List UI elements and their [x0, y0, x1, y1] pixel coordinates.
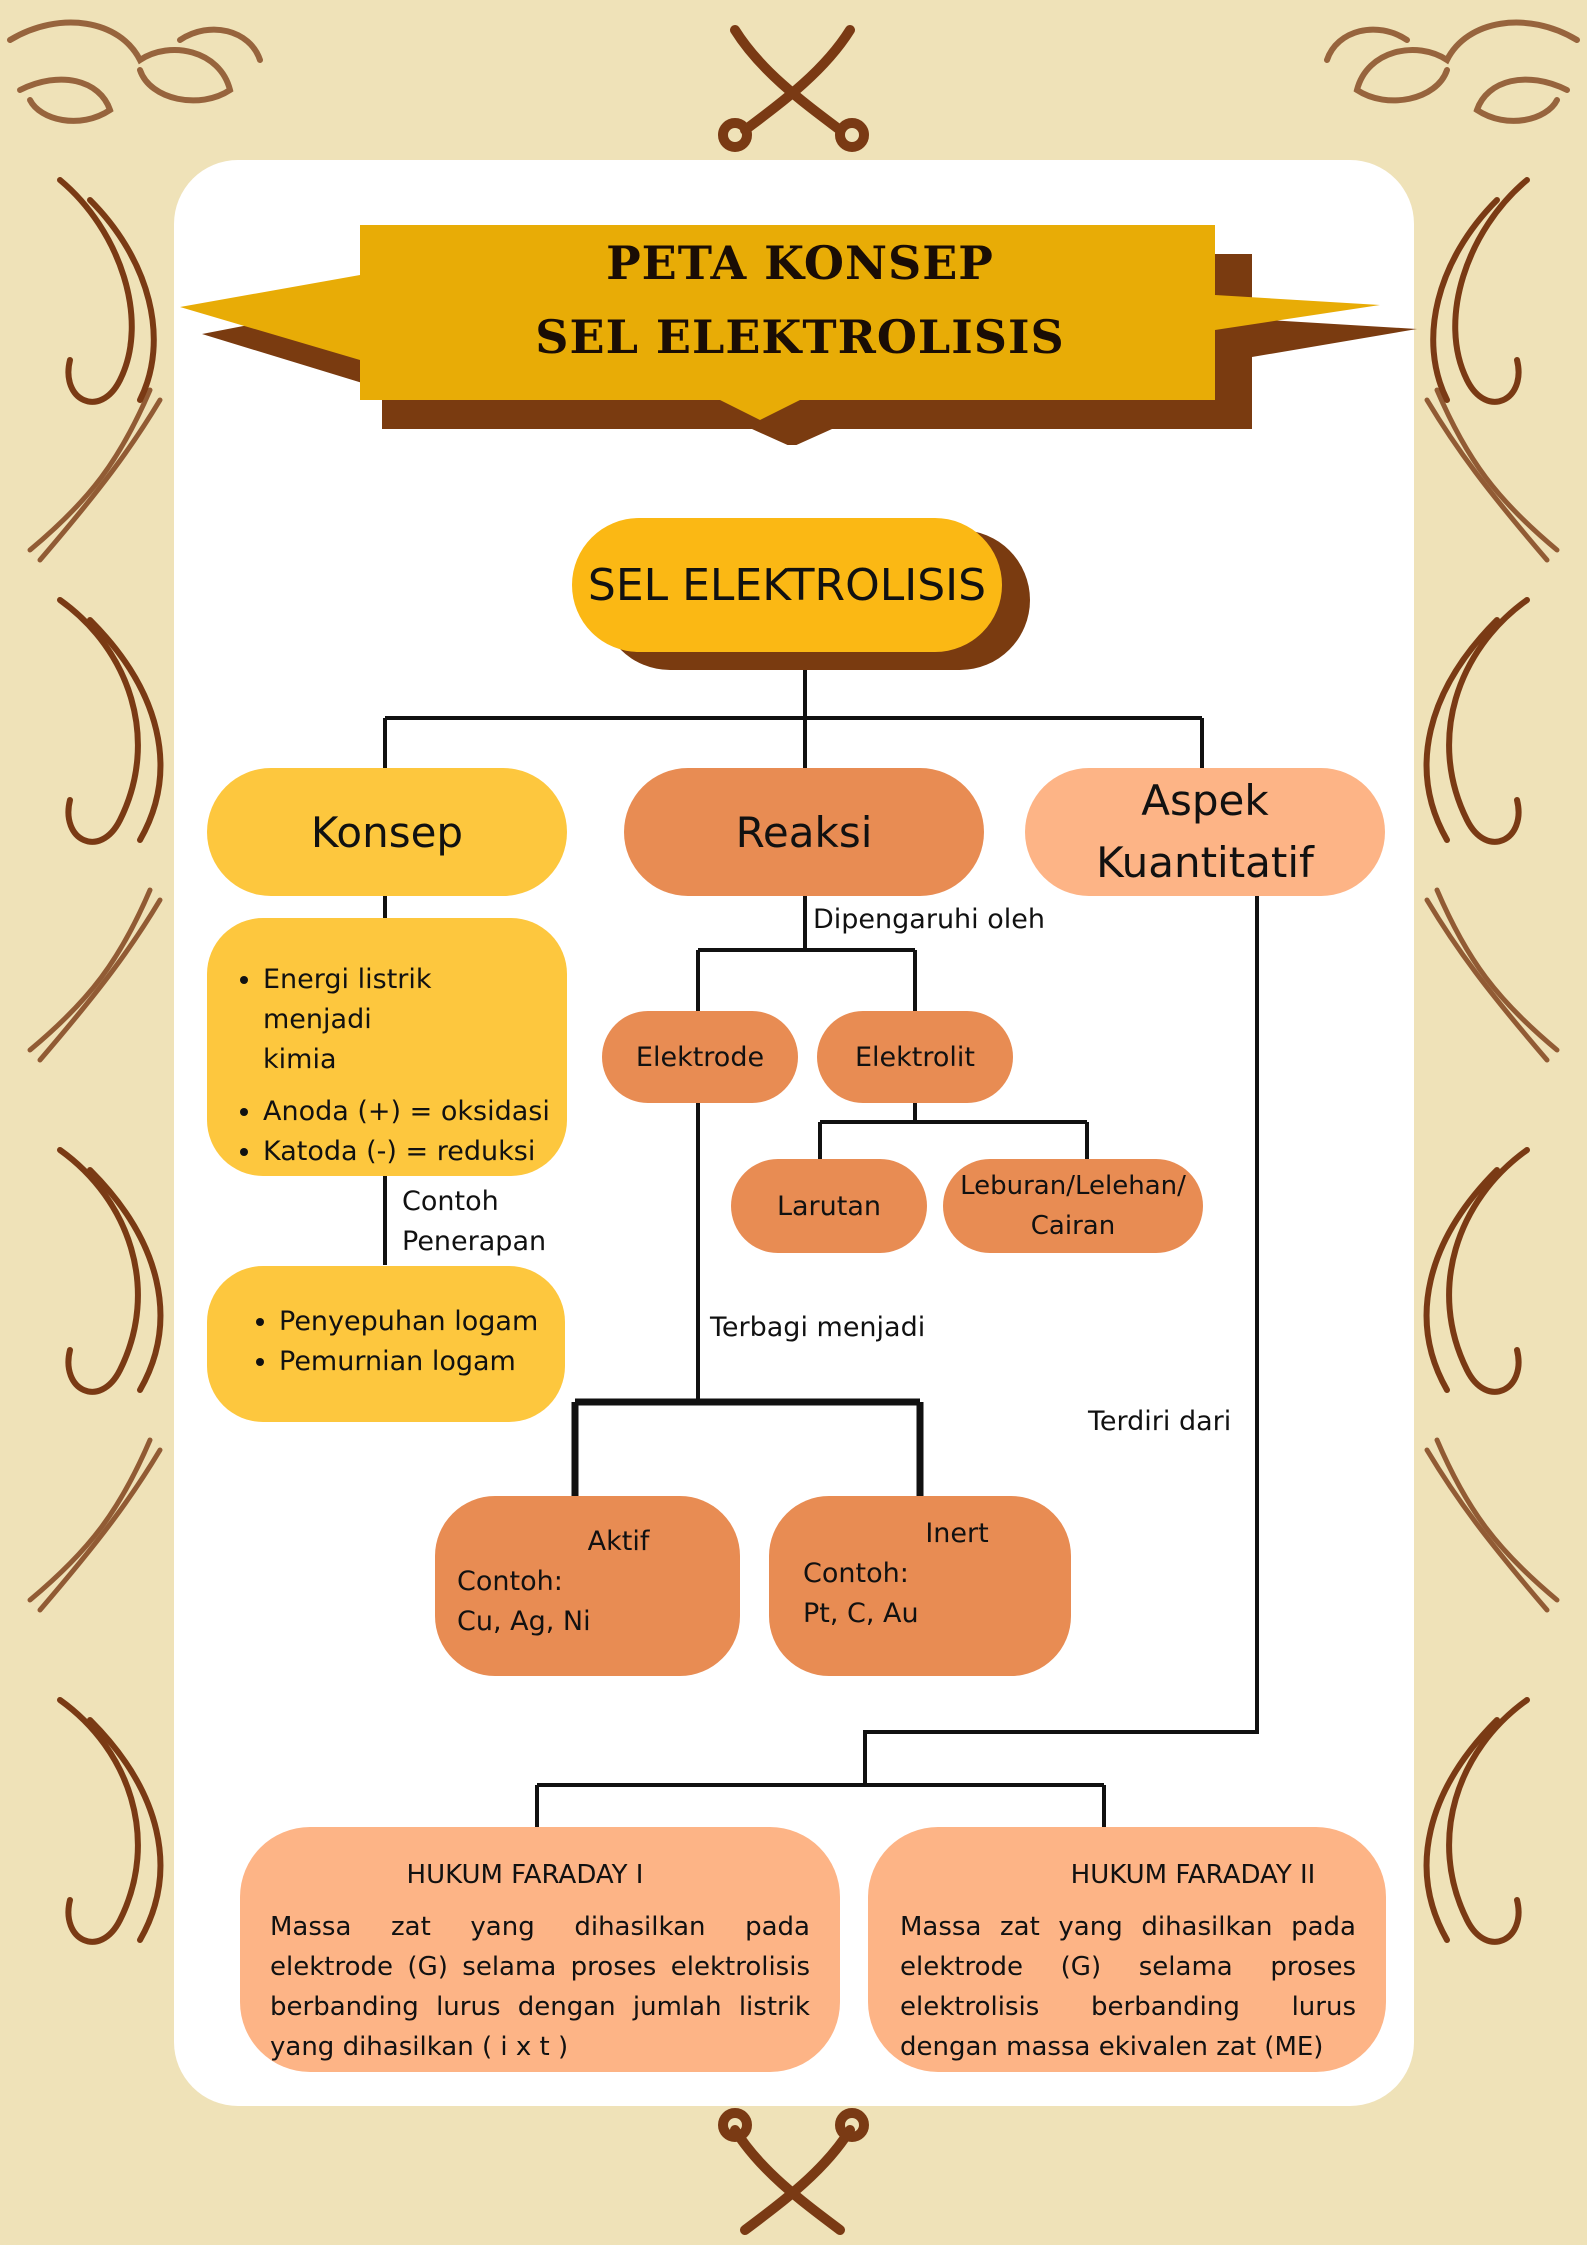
reaksi-connector-label: Dipengaruhi oleh: [813, 904, 1045, 935]
title-line-1: PETA KONSEP: [606, 236, 994, 290]
aspek-label: Aspek Kuantitatif: [1096, 776, 1314, 887]
faraday-1-text: Massa zat yang dihasilkan pada elektrode…: [270, 1912, 810, 2062]
page-title: PETA KONSEP SEL ELEKTROLISIS: [380, 226, 1220, 374]
keris-ornament-bottom: [718, 2108, 869, 2235]
konsep-point: Katoda (-) = reduksi: [263, 1132, 557, 1172]
konsep-points-box: Energi listrik menjadi kimia Anoda (+) =…: [207, 918, 567, 1176]
node-aktif: Aktif Contoh: Cu, Ag, Ni: [435, 1496, 740, 1676]
konsep-label: Konsep: [310, 807, 464, 857]
faraday-2-text: Massa zat yang dihasilkan pada elektrode…: [900, 1912, 1356, 2062]
konsep-point: Anoda (+) = oksidasi: [263, 1092, 557, 1132]
konsep-connector-label: Contoh Penerapan: [402, 1186, 547, 1257]
node-konsep: Konsep: [207, 768, 567, 896]
node-faraday-1: HUKUM FARADAY I Massa zat yang dihasilka…: [240, 1827, 840, 2072]
aktif-title: Aktif: [587, 1526, 650, 1557]
leburan-label: Leburan/Lelehan/ Cairan: [960, 1171, 1186, 1241]
aspek-connector-label: Terdiri dari: [1088, 1406, 1232, 1437]
node-faraday-2: HUKUM FARADAY II Massa zat yang dihasilk…: [868, 1827, 1386, 2072]
cloud-ornament-right: [1324, 19, 1580, 124]
konsep-point: Energi listrik menjadi kimia: [263, 960, 443, 1080]
node-elektrolit: Elektrolit: [817, 1011, 1013, 1103]
larutan-label: Larutan: [776, 1190, 882, 1222]
inert-contoh-label: Contoh:: [803, 1558, 909, 1589]
inert-title: Inert: [925, 1518, 989, 1549]
root-node: SEL ELEKTROLISIS: [572, 518, 1002, 652]
faraday-1-title: HUKUM FARADAY I: [406, 1860, 644, 1890]
konsep-points-list: Energi listrik menjadi kimia Anoda (+) =…: [229, 960, 557, 1172]
elektrode-connector-label: Terbagi menjadi: [710, 1312, 926, 1343]
title-banner: [180, 225, 1417, 445]
reaksi-label: Reaksi: [735, 807, 873, 857]
elektrolit-label: Elektrolit: [854, 1041, 975, 1073]
elektrode-label: Elektrode: [635, 1041, 765, 1073]
node-elektrode: Elektrode: [602, 1011, 798, 1103]
applications-box: Penyepuhan logam Pemurnian logam: [207, 1266, 565, 1422]
root-label: SEL ELEKTROLISIS: [587, 559, 987, 611]
node-larutan: Larutan: [731, 1159, 927, 1253]
inert-contoh: Pt, C, Au: [803, 1598, 919, 1629]
aktif-contoh: Cu, Ag, Ni: [457, 1606, 591, 1637]
keris-ornament-top: [718, 25, 869, 152]
node-reaksi: Reaksi: [624, 768, 984, 896]
keris-ornament-left: [27, 387, 163, 1613]
node-inert: Inert Contoh: Pt, C, Au: [769, 1496, 1071, 1676]
node-leburan: Leburan/Lelehan/ Cairan: [943, 1159, 1203, 1253]
node-aspek-kuantitatif: Aspek Kuantitatif: [1025, 768, 1385, 896]
swirl-ornament-left: [57, 177, 164, 1945]
cloud-ornament-left: [7, 19, 263, 124]
keris-ornament-right: [1424, 387, 1560, 1613]
faraday-2-title: HUKUM FARADAY II: [1070, 1860, 1316, 1890]
application-item: Pemurnian logam: [279, 1342, 555, 1382]
application-item: Penyepuhan logam: [279, 1302, 555, 1342]
aktif-contoh-label: Contoh:: [457, 1566, 563, 1597]
title-line-2: SEL ELEKTROLISIS: [535, 310, 1065, 364]
swirl-ornament-right: [1423, 177, 1530, 1945]
applications-list: Penyepuhan logam Pemurnian logam: [245, 1302, 555, 1382]
